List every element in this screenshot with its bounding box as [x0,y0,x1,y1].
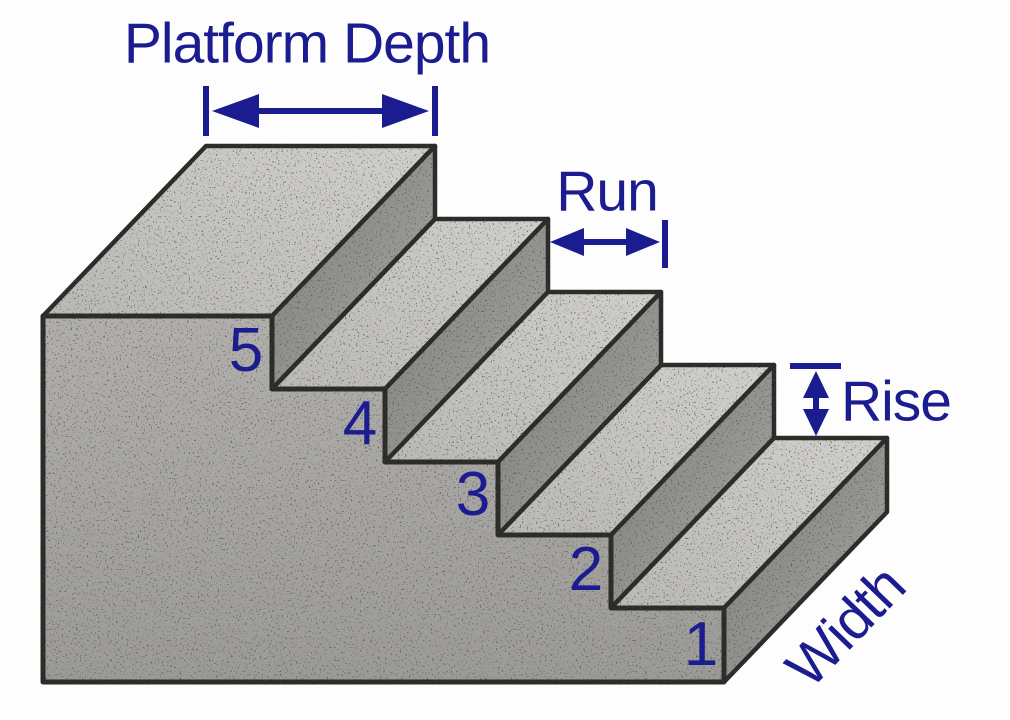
step-number-3: 3 [455,460,491,529]
platform-depth-label: Platform Depth [123,11,491,76]
step-number-2: 2 [568,535,604,604]
step-number-5: 5 [228,316,264,385]
run-label: Run [556,159,659,224]
platform-depth-arrow-icon [203,86,438,136]
rise-arrow-icon [790,363,841,436]
stairs-front-face [40,313,727,685]
concrete-staircase [40,143,890,685]
step-number-4: 4 [342,389,378,458]
rise-label: Rise [840,369,952,434]
run-arrow-icon [550,220,668,268]
step-number-1: 1 [683,610,719,679]
